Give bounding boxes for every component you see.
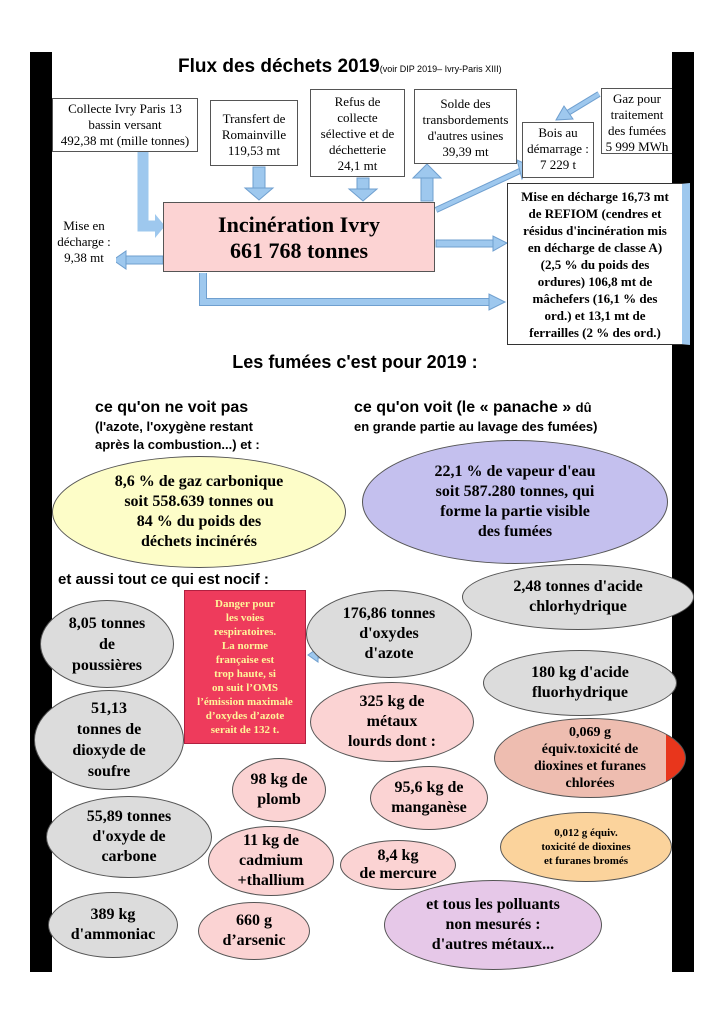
text-nox: 176,86 tonnes d'oxydes d'azote <box>342 605 436 662</box>
text-so2: 51,13 tonnes de dioxyde de soufre <box>72 700 146 780</box>
arrow-transfert <box>243 166 275 201</box>
box-collecte: Collecte Ivry Paris 13 bassin versant 49… <box>52 98 198 152</box>
title-source: (voir DIP 2019– Ivry-Paris XIII) <box>379 64 502 74</box>
ellipse-nox: 176,86 tonnes d'oxydes d'azote <box>306 590 472 678</box>
arrow-refus <box>347 177 379 202</box>
title-main: Flux des déchets 2019 <box>178 56 380 77</box>
ellipse-manganese: 95,6 kg de manganèse <box>370 766 488 830</box>
ellipse-hcl: 2,48 tonnes d'acide chlorhydrique <box>462 564 694 630</box>
text-poussieres: 8,05 tonnes de poussières <box>68 614 146 674</box>
text-manganese: 95,6 kg de manganèse <box>391 779 467 816</box>
ellipse-dioxines-chlorees: 0,069 g équiv.toxicité de dioxines et fu… <box>494 718 686 798</box>
box-bois: Bois au démarrage : 7 229 t <box>522 122 594 178</box>
incineration-box: Incinération Ivry 661 768 tonnes <box>163 202 435 272</box>
text-vapeur: 22,1 % de vapeur d'eau soit 587.280 tonn… <box>434 463 596 540</box>
text-metaux: 325 kg de métaux lourds dont : <box>347 693 437 750</box>
text-co2: 8,6 % de gaz carbonique soit 558.639 ton… <box>114 473 284 550</box>
box-mise-decharge-left: Mise en décharge : 9,38 mt <box>52 214 116 272</box>
nocif-heading: et aussi tout ce qui est nocif : <box>58 571 269 588</box>
text-hcl: 2,48 tonnes d'acide chlorhydrique <box>513 578 643 615</box>
ellipse-mercure: 8,4 kg de mercure <box>340 840 456 890</box>
arrow-collecte <box>137 150 165 238</box>
ellipse-co2: 8,6 % de gaz carbonique soit 558.639 ton… <box>52 456 346 568</box>
danger-box: Danger pour les voies respiratoires. La … <box>184 590 306 744</box>
arrow-solde-up <box>411 163 443 202</box>
text-autres: et tous les polluants non mesurés : d'au… <box>426 896 560 953</box>
box-transfert: Transfert de Romainville 119,53 mt <box>210 100 298 166</box>
ellipse-nh3: 389 kg d'ammoniac <box>48 892 178 958</box>
ellipse-cadmium: 11 kg de cadmium +thallium <box>208 826 334 896</box>
fumees-title: Les fumées c'est pour 2019 : <box>232 352 478 372</box>
ellipse-plomb: 98 kg de plomb <box>232 758 326 822</box>
text-mercure: 8,4 kg de mercure <box>359 847 437 882</box>
invisible-heading-line1: ce qu'on ne voit pas <box>95 399 249 416</box>
text-dioxines-chlorees: 0,069 g équiv.toxicité de dioxines et fu… <box>534 725 646 791</box>
ellipse-co: 55,89 tonnes d'oxyde de carbone <box>46 796 212 878</box>
box-gaz: Gaz pour traitement des fumées 5 999 MWh <box>601 88 672 154</box>
text-dioxines-bromes: 0,012 g équiv. toxicité de dioxines et f… <box>541 827 631 867</box>
visible-heading: ce qu'on voit (le « panache » dû en gran… <box>354 398 674 436</box>
text-co: 55,89 tonnes d'oxyde de carbone <box>86 808 172 865</box>
invisible-heading-line2: (l'azote, l'oxygène restant après la com… <box>95 419 260 452</box>
ellipse-hf: 180 kg d'acide fluorhydrique <box>483 650 677 716</box>
text-arsenic: 660 g d’arsenic <box>222 912 286 949</box>
ellipse-autres: et tous les polluants non mesurés : d'au… <box>384 880 602 970</box>
text-hf: 180 kg d'acide fluorhydrique <box>531 664 629 701</box>
box-solde: Solde des transbordements d'autres usine… <box>414 89 517 164</box>
visible-heading-line2: en grande partie au lavage des fumées) <box>354 419 598 434</box>
arrow-mise-decharge-left <box>112 250 164 270</box>
invisible-heading: ce qu'on ne voit pas (l'azote, l'oxygène… <box>95 398 335 454</box>
visible-heading-du: dû <box>575 400 592 415</box>
arrow-bottom-refiom <box>199 273 507 311</box>
page-title: Flux des déchets 2019(voir DIP 2019– Ivr… <box>178 56 558 78</box>
incineration-tonnage: 661 768 tonnes <box>229 238 369 263</box>
text-cadmium: 11 kg de cadmium +thallium <box>237 832 305 889</box>
text-plomb: 98 kg de plomb <box>250 771 308 808</box>
text-nh3: 389 kg d'ammoniac <box>70 906 156 943</box>
incineration-title: Incinération Ivry <box>218 212 380 237</box>
ellipse-vapeur: 22,1 % de vapeur d'eau soit 587.280 tonn… <box>362 440 668 564</box>
ellipse-poussieres: 8,05 tonnes de poussières <box>40 600 174 688</box>
ellipse-dioxines-bromes: 0,012 g équiv. toxicité de dioxines et f… <box>500 812 672 882</box>
box-refus: Refus de collecte sélective et de déchet… <box>310 89 405 177</box>
arrow-gaz <box>555 91 601 121</box>
arrow-right-refiom <box>435 235 509 252</box>
ellipse-arsenic: 660 g d’arsenic <box>198 902 310 960</box>
box-mise-decharge-right: Mise en décharge 16,73 mt de REFIOM (cen… <box>507 183 690 345</box>
ellipse-so2: 51,13 tonnes de dioxyde de soufre <box>34 690 184 790</box>
visible-heading-line1: ce qu'on voit (le « panache » <box>354 399 576 416</box>
ellipse-metaux: 325 kg de métaux lourds dont : <box>310 682 474 762</box>
